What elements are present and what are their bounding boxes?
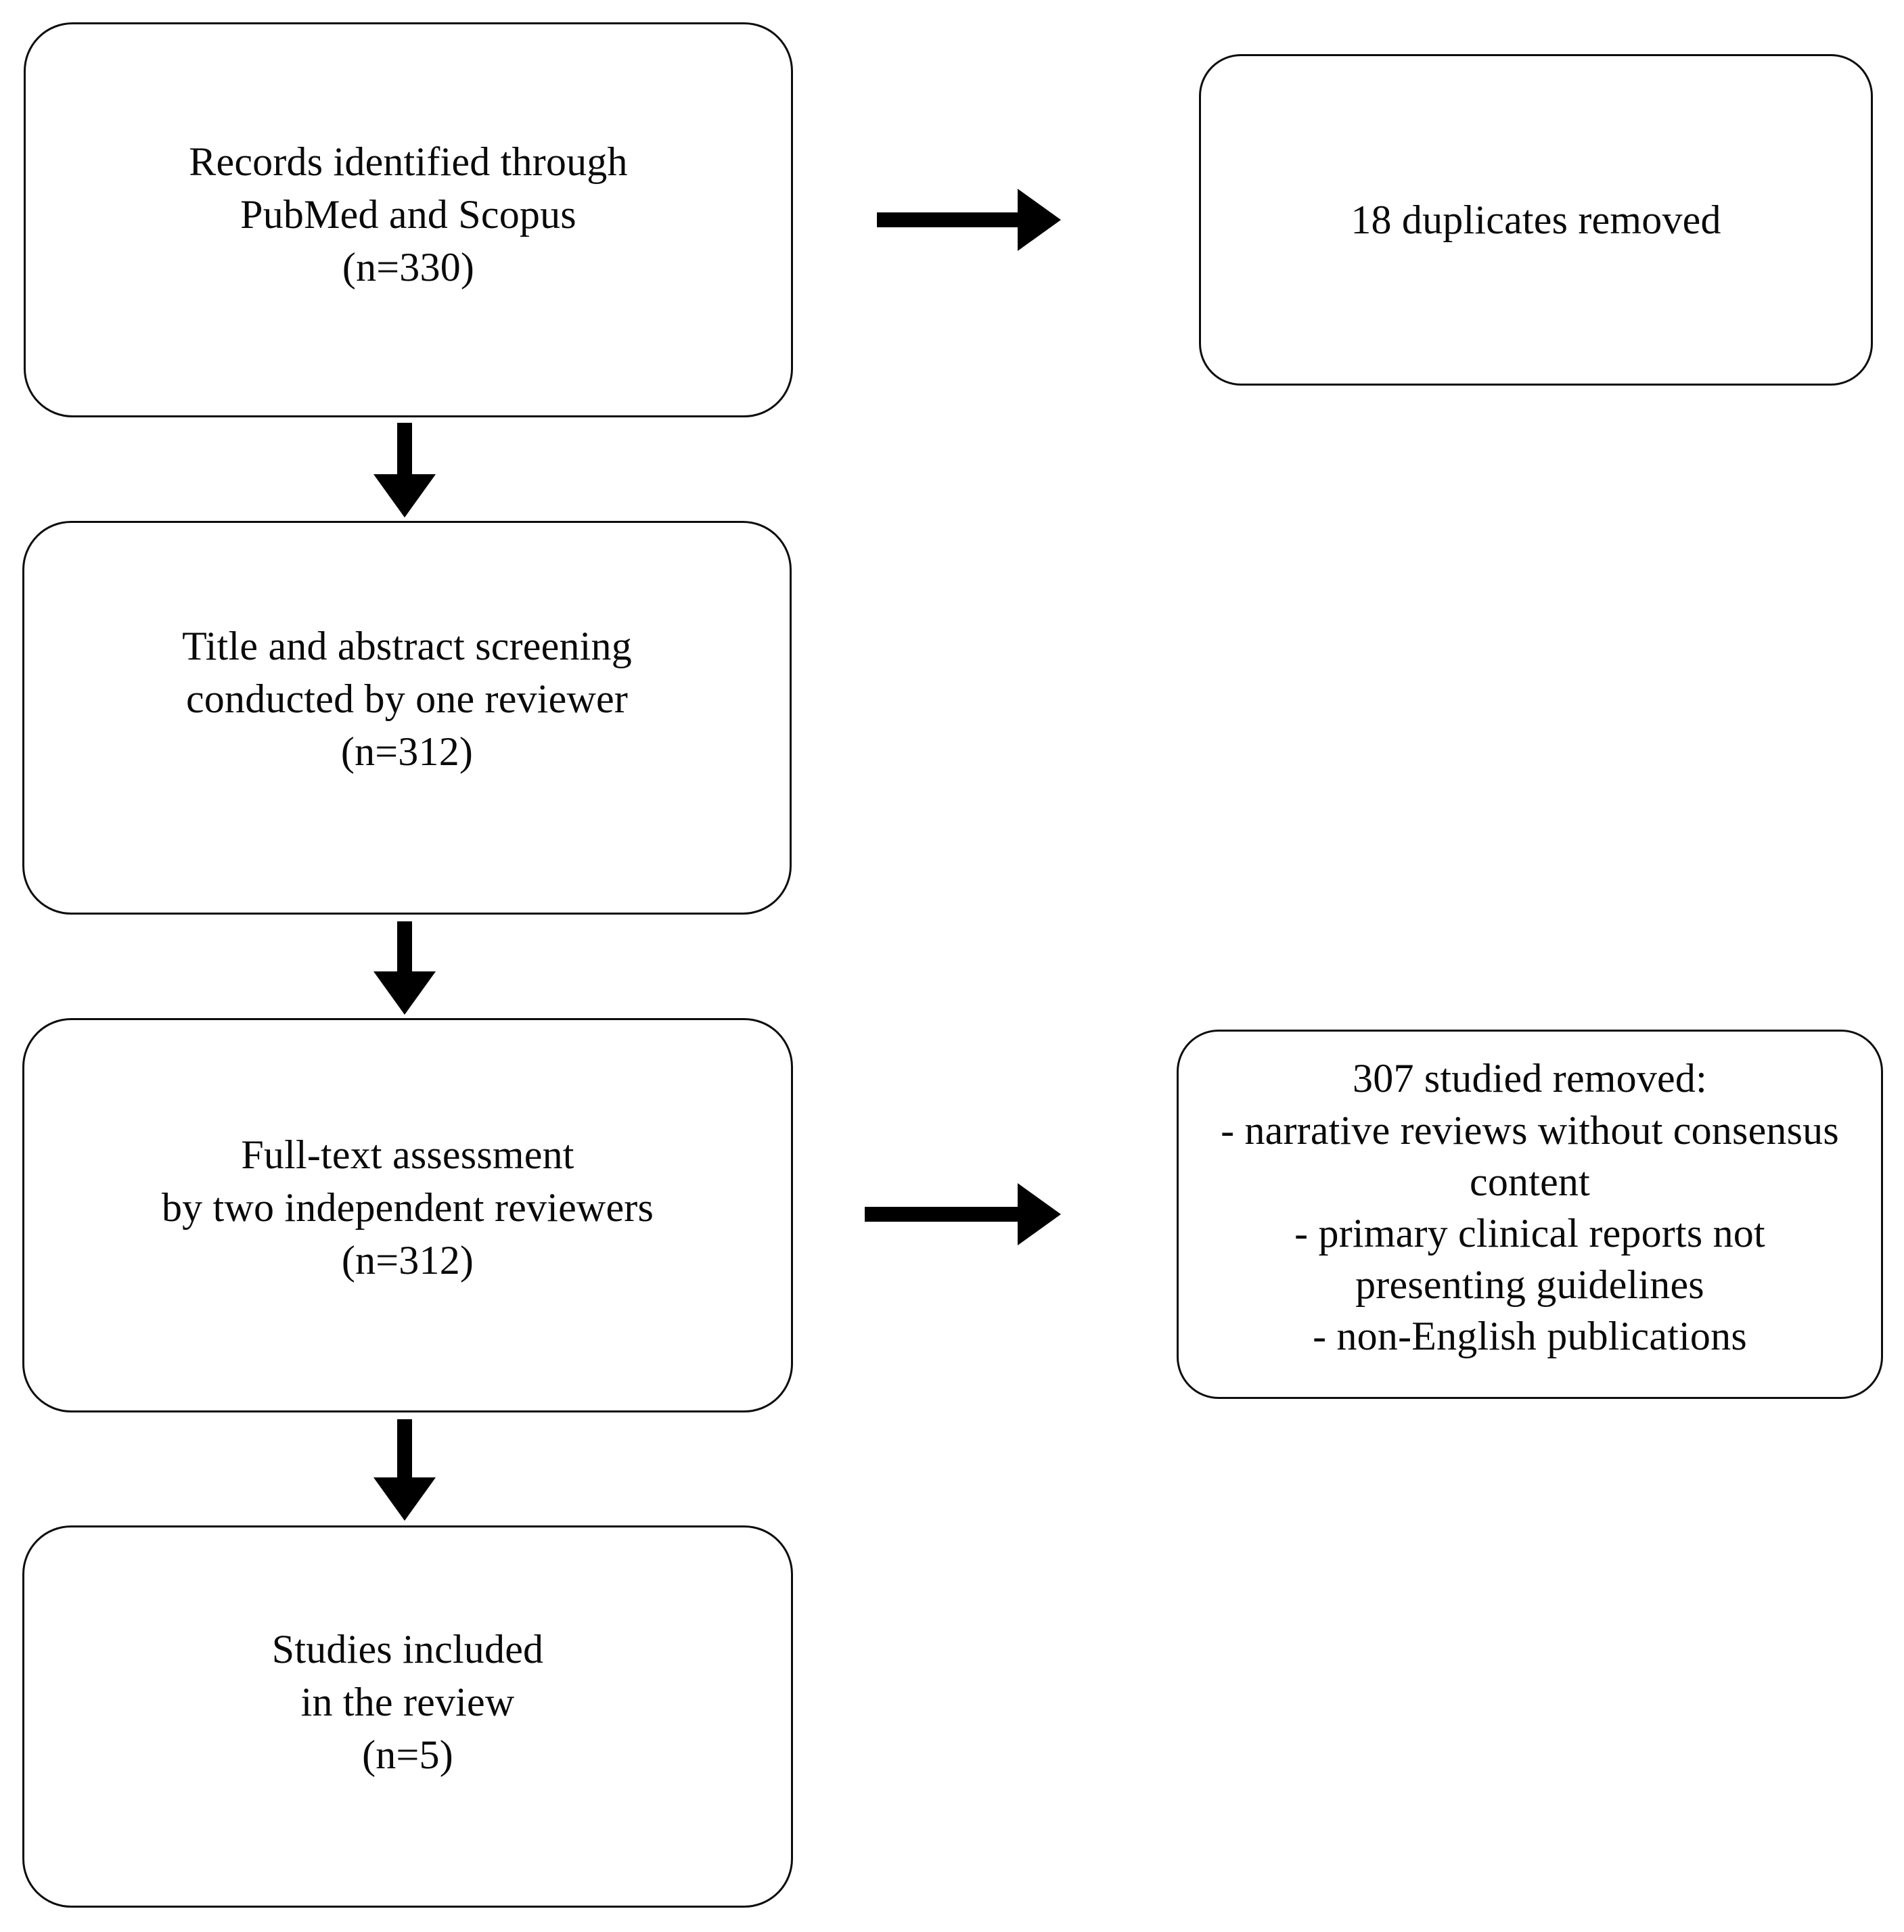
arrow-records-to-duplicates — [877, 188, 1061, 252]
node-records-identified-label: Records identified through PubMed and Sc… — [189, 139, 628, 290]
node-studies-included-label: Studies included in the review (n=5) — [271, 1626, 544, 1777]
node-full-text-assessment: Full-text assessment by two independent … — [22, 1018, 793, 1412]
node-duplicates-removed-label: 18 duplicates removed — [1351, 198, 1721, 242]
node-studies-removed-label: 307 studied removed: - narrative reviews… — [1221, 1056, 1839, 1359]
arrow-shaft — [397, 423, 412, 474]
arrow-fulltext-to-included — [365, 1419, 444, 1521]
arrow-shaft — [877, 212, 1019, 227]
arrow-shaft — [397, 1419, 412, 1477]
node-title-abstract-screening-label: Title and abstract screening conducted b… — [182, 624, 632, 774]
arrow-screening-to-fulltext — [365, 921, 444, 1015]
arrow-fulltext-to-exclusions — [865, 1182, 1061, 1246]
node-studies-included: Studies included in the review (n=5) — [22, 1525, 793, 1908]
arrow-head-down-icon — [373, 1477, 436, 1521]
arrow-head-right-icon — [1018, 1183, 1061, 1245]
node-title-abstract-screening: Title and abstract screening conducted b… — [22, 521, 792, 915]
arrow-shaft — [397, 921, 412, 971]
node-studies-removed: 307 studied removed: - narrative reviews… — [1177, 1030, 1883, 1399]
arrow-head-right-icon — [1018, 189, 1061, 251]
arrow-head-down-icon — [373, 474, 436, 518]
node-duplicates-removed: 18 duplicates removed — [1199, 54, 1873, 386]
arrow-head-down-icon — [373, 971, 436, 1015]
arrow-shaft — [865, 1207, 1019, 1222]
node-records-identified: Records identified through PubMed and Sc… — [24, 22, 793, 417]
arrow-records-to-screening — [365, 423, 444, 518]
node-full-text-assessment-label: Full-text assessment by two independent … — [161, 1132, 654, 1283]
